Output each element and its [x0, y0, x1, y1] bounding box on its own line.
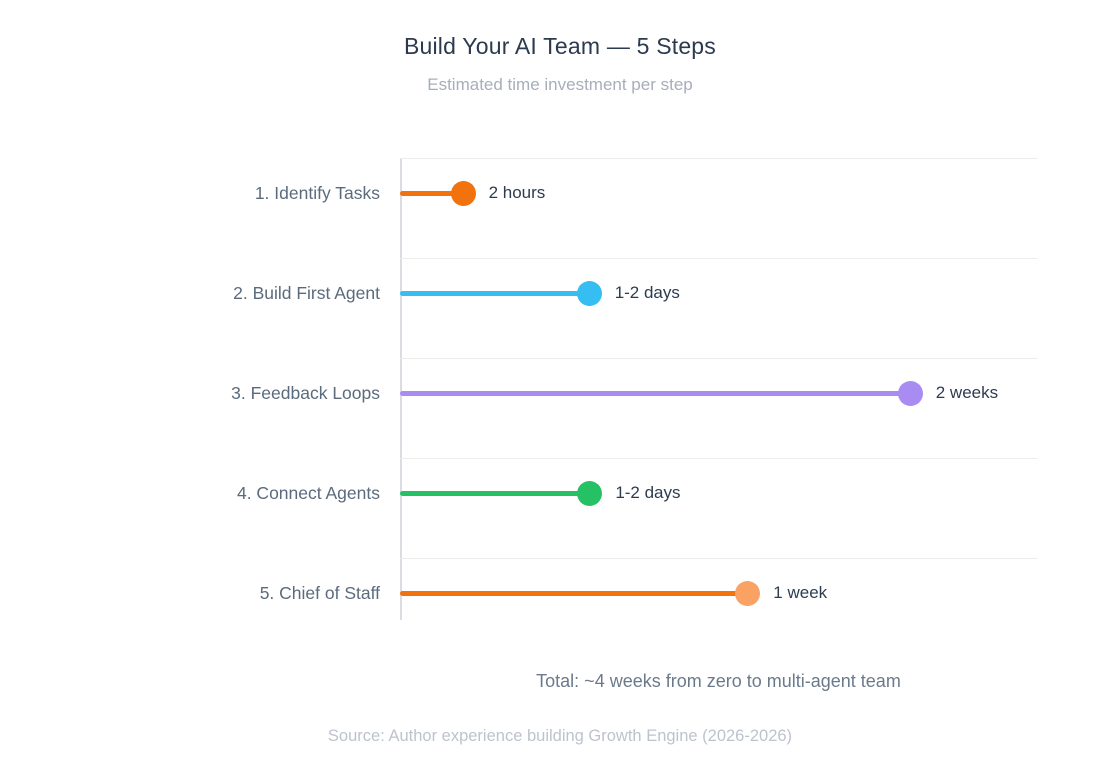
- gridline: [400, 258, 1037, 259]
- chart-subtitle: Estimated time investment per step: [427, 75, 693, 94]
- gridline: [400, 358, 1037, 359]
- category-label: 3. Feedback Loops: [231, 383, 380, 403]
- gridline: [400, 458, 1037, 459]
- lollipop-dot: [450, 180, 476, 206]
- lollipop-stem: [400, 390, 911, 396]
- value-label: 1 week: [773, 583, 828, 602]
- y-axis-line: [400, 158, 402, 620]
- total-annotation: Total: ~4 weeks from zero to multi-agent…: [536, 671, 901, 691]
- value-label: 1-2 days: [615, 483, 681, 502]
- lollipop-stem: [400, 490, 590, 496]
- category-label: 4. Connect Agents: [236, 483, 380, 503]
- plot-area: 1. Identify Tasks 2 hours 2. Build First A…: [0, 158, 1120, 620]
- category-label: 1. Identify Tasks: [254, 183, 380, 203]
- value-label: 1-2 days: [614, 283, 680, 302]
- lollipop-dot: [735, 580, 761, 606]
- lollipop-stem: [400, 290, 590, 296]
- value-label: 2 hours: [488, 183, 546, 202]
- category-label: 5. Chief of Staff: [259, 583, 380, 603]
- lollipop-dot: [577, 480, 603, 506]
- category-label: 2. Build First Agent: [233, 283, 380, 303]
- lollipop-stem: [400, 190, 464, 196]
- chart-title: Build Your AI Team — 5 Steps: [403, 33, 717, 59]
- gridline: [400, 558, 1037, 559]
- source-annotation: Source: Author experience building Growt…: [327, 727, 793, 745]
- gridline: [400, 158, 1037, 159]
- lollipop-stem: [400, 590, 748, 596]
- lollipop-dot: [897, 380, 923, 406]
- value-label: 2 weeks: [935, 383, 999, 402]
- lollipop-dot: [576, 280, 602, 306]
